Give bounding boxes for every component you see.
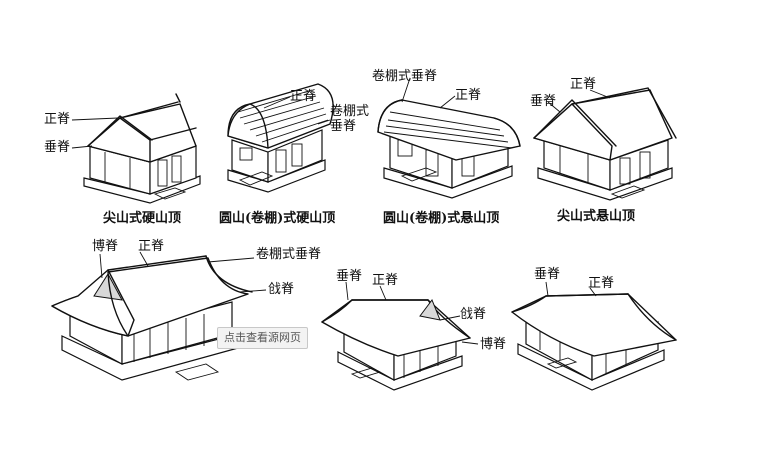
building-pointed-overhang-gable	[533, 87, 677, 201]
label-main-ridge: 正脊	[290, 89, 317, 104]
label-main-ridge: 正脊	[44, 112, 71, 127]
label-roll-vertical-ridge-line2: 垂脊	[330, 119, 357, 134]
caption-pointed-hard-gable: 尖山式硬山顶	[103, 211, 182, 226]
building-pointed-hard-gable	[83, 93, 201, 204]
label-main-ridge: 正脊	[138, 239, 165, 254]
building-round-overhang-gable	[377, 99, 521, 199]
label-pointers	[71, 77, 611, 345]
label-vertical-ridge: 垂脊	[44, 140, 71, 155]
label-qiang-ridge: 戗脊	[460, 307, 487, 322]
view-source-button[interactable]: 点击查看源网页	[217, 327, 308, 349]
label-bo-ridge: 博脊	[92, 239, 119, 254]
caption-round-overhang-gable: 圆山(卷棚)式悬山顶	[383, 211, 500, 226]
label-vertical-ridge: 垂脊	[530, 94, 557, 109]
label-roll-vertical-ridge: 卷棚式垂脊	[372, 69, 438, 84]
label-vertical-ridge: 垂脊	[336, 269, 363, 284]
building-small-hip-gable	[321, 298, 471, 391]
label-main-ridge: 正脊	[588, 276, 615, 291]
building-large-hip-gable	[51, 255, 253, 381]
label-bo-ridge: 博脊	[480, 337, 507, 352]
label-main-ridge: 正脊	[455, 88, 482, 103]
building-round-hard-gable	[227, 83, 334, 193]
caption-pointed-overhang-gable: 尖山式悬山顶	[557, 209, 636, 224]
caption-round-hard-gable: 圆山(卷棚)式硬山顶	[219, 211, 336, 226]
label-vertical-ridge: 垂脊	[534, 267, 561, 282]
label-roll-vertical-ridge: 卷棚式垂脊	[256, 247, 322, 262]
label-roll-vertical-ridge-line1: 卷棚式	[330, 104, 370, 119]
label-qiang-ridge: 戗脊	[268, 282, 295, 297]
building-hip-roof	[511, 293, 677, 391]
label-main-ridge: 正脊	[372, 273, 399, 288]
label-main-ridge: 正脊	[570, 77, 597, 92]
